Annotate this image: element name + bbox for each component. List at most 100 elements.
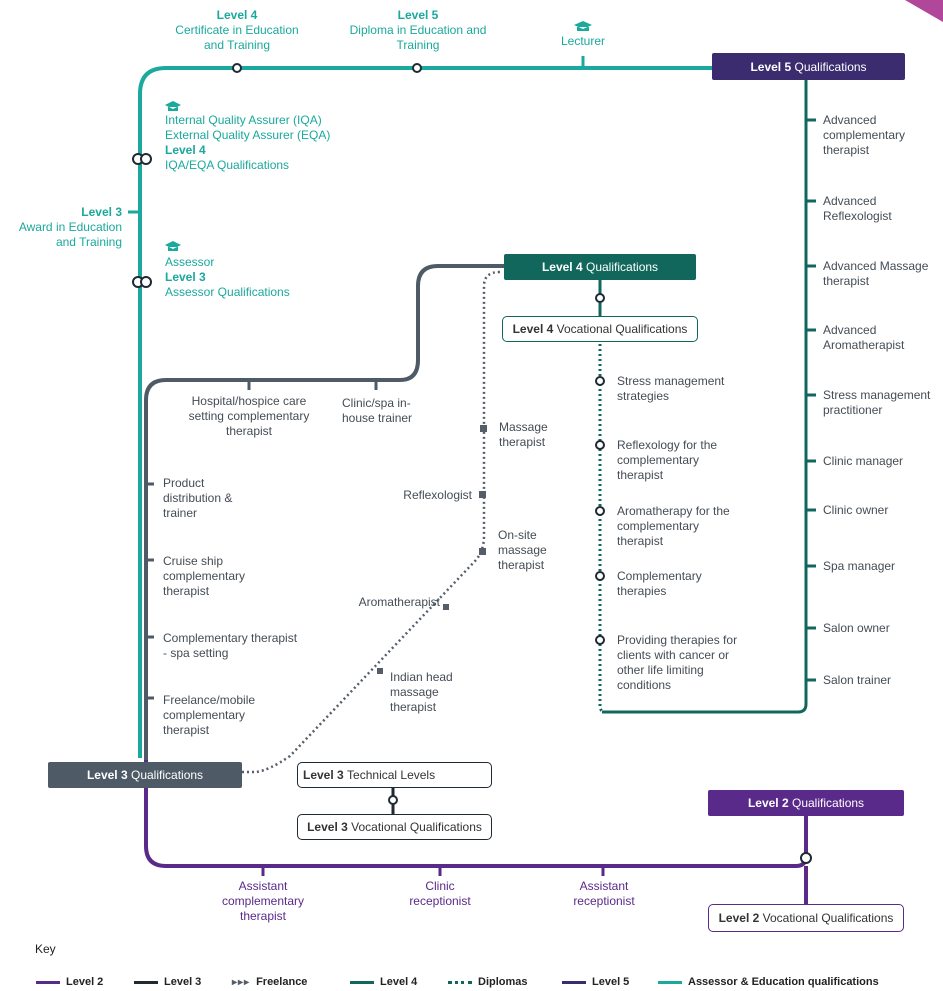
- level2-vocational-box[interactable]: Level 2 Vocational Qualifications: [708, 904, 904, 932]
- role-clinic-trainer: Clinic/spa in-house trainer: [342, 396, 413, 425]
- role-product-distribution: Product distribution & trainer: [163, 476, 233, 520]
- level5-ticks: [806, 118, 816, 682]
- role-assistant-receptionist: Assistant receptionist: [573, 879, 635, 908]
- role-spa-setting: Complementary therapist - spa setting: [163, 631, 298, 660]
- station: [800, 852, 812, 864]
- role-cruise-ship: Cruise ship complementary therapist: [163, 554, 246, 598]
- station: [412, 63, 422, 73]
- key-swatch: [134, 980, 158, 984]
- level4-voc-bold: Level 4: [512, 322, 554, 336]
- station: [595, 571, 605, 581]
- station: [595, 635, 605, 645]
- station: [388, 795, 398, 805]
- role-advanced-aromatherapist: Advanced Aromatherapist: [823, 323, 905, 352]
- award-education-block: Level 3 Award in Education and Training: [4, 205, 122, 250]
- level3-qualifications-box[interactable]: Level 3 Qualifications: [48, 762, 242, 788]
- cert-level: Level 4: [216, 8, 258, 22]
- diploma-aromatherapy: Aromatherapy for the complementary thera…: [617, 504, 730, 548]
- freelance-tick: [480, 425, 487, 432]
- lecturer-label: Lecturer: [560, 34, 606, 48]
- station: [232, 63, 242, 73]
- key-swatch: [658, 980, 682, 984]
- diploma-education-label: Level 5 Diploma in Education and Trainin…: [348, 8, 488, 53]
- iqa-level: Level 4: [165, 143, 206, 157]
- level4-voc-rest: Vocational Qualifications: [556, 322, 688, 336]
- role-advanced-massage: Advanced Massage therapist: [823, 259, 929, 288]
- eqa-label: External Quality Assurer (EQA): [165, 128, 331, 142]
- freelance-tick: [479, 491, 486, 498]
- role-freelance-mobile: Freelance/mobile complementary therapist: [163, 693, 256, 737]
- level3-box-bold: Level 3: [86, 768, 128, 782]
- stations: [132, 63, 812, 864]
- level4-branch-line: [144, 264, 504, 760]
- level4-box-bold: Level 4: [541, 260, 583, 274]
- iqa-label: Internal Quality Assurer (IQA): [165, 113, 322, 127]
- graduation-cap-icons: [165, 21, 592, 251]
- assessor-level: Level 3: [165, 270, 206, 284]
- level2-qualifications-box[interactable]: Level 2 Qualifications: [708, 790, 904, 816]
- key-level3: Level 3: [134, 976, 201, 988]
- level4-qualifications-box[interactable]: Level 4 Qualifications: [504, 254, 696, 280]
- role-clinic-receptionist: Clinic receptionist: [409, 879, 471, 908]
- teal-line: [138, 66, 712, 758]
- key-label: Level 3: [164, 976, 202, 988]
- level5-box-bold: Level 5: [750, 59, 792, 74]
- level5-box-rest: Qualifications: [794, 59, 867, 74]
- level3-voc-bold: Level 3: [307, 820, 348, 834]
- station: [140, 276, 152, 288]
- freelance-reflexologist: Reflexologist: [403, 488, 472, 502]
- key-label: Level 5: [592, 976, 630, 988]
- assessor-title: Assessor Qualifications: [165, 285, 290, 299]
- key-swatch: [448, 980, 472, 984]
- iqa-title: IQA/EQA Qualifications: [165, 158, 290, 172]
- freelance-massage: Massage therapist: [499, 420, 548, 449]
- level4-vocational-box[interactable]: Level 4 Vocational Qualifications: [502, 316, 698, 342]
- diploma-reflexology: Reflexology for the complementary therap…: [617, 438, 718, 482]
- key-swatch: [36, 980, 60, 984]
- cert-title: Certificate in Education and Training: [175, 23, 299, 52]
- diploma-cancer-care: Providing therapies for clients with can…: [617, 633, 738, 692]
- station: [595, 506, 605, 516]
- diploma-level: Level 5: [397, 8, 439, 22]
- cert-education-label: Level 4 Certificate in Education and Tra…: [165, 8, 309, 53]
- level3-vocational-box[interactable]: Level 3 Vocational Qualifications: [297, 814, 492, 840]
- level3-technical-box[interactable]: Level 3 Technical Levels: [297, 762, 492, 788]
- role-clinic-owner: Clinic owner: [823, 503, 889, 517]
- station: [595, 440, 605, 450]
- role-clinic-manager: Clinic manager: [823, 454, 904, 468]
- level3-box-rest: Qualifications: [131, 768, 204, 782]
- assessor-block: Assessor Level 3 Assessor Qualifications: [165, 255, 365, 300]
- key-diplomas: Diplomas: [448, 976, 528, 988]
- key-label: Freelance: [256, 976, 308, 988]
- assessor-label: Assessor: [165, 255, 215, 269]
- award-title: Award in Education and Training: [18, 220, 122, 249]
- level5-qualifications-box[interactable]: Level 5 Qualifications: [712, 53, 905, 80]
- key-swatch: [562, 980, 586, 984]
- level4-box-rest: Qualifications: [586, 260, 659, 274]
- station: [140, 153, 152, 165]
- station: [595, 293, 605, 303]
- freelance-ticks: [377, 425, 487, 674]
- level3-tech-rest: Technical Levels: [347, 768, 436, 782]
- level2-box-rest: Qualifications: [792, 796, 865, 810]
- diploma-line: [598, 344, 607, 714]
- role-advanced-complementary: Advanced complementary therapist: [823, 113, 906, 157]
- role-assistant-therapist: Assistant complementary therapist: [221, 879, 305, 923]
- award-level: Level 3: [81, 205, 122, 219]
- level3-ticks: [146, 482, 154, 700]
- diploma-title: Diploma in Education and Training: [349, 23, 487, 52]
- station: [595, 376, 605, 386]
- key-label: Level 2: [66, 976, 104, 988]
- level5-line: [602, 78, 808, 714]
- key-title: Key: [35, 942, 56, 956]
- freelance-aromatherapist: Aromatherapist: [358, 595, 440, 609]
- key-swatch: ▸▸▸: [232, 976, 251, 988]
- role-hospital-therapist: Hospital/hospice care setting complement…: [188, 394, 310, 438]
- freelance-tick: [479, 548, 486, 555]
- key-level5: Level 5: [562, 976, 629, 988]
- iqa-eqa-block: Internal Quality Assurer (IQA) External …: [165, 113, 365, 173]
- level2-box-bold: Level 2: [747, 796, 789, 810]
- freelance-tick: [443, 604, 449, 610]
- key-level4: Level 4: [350, 976, 417, 988]
